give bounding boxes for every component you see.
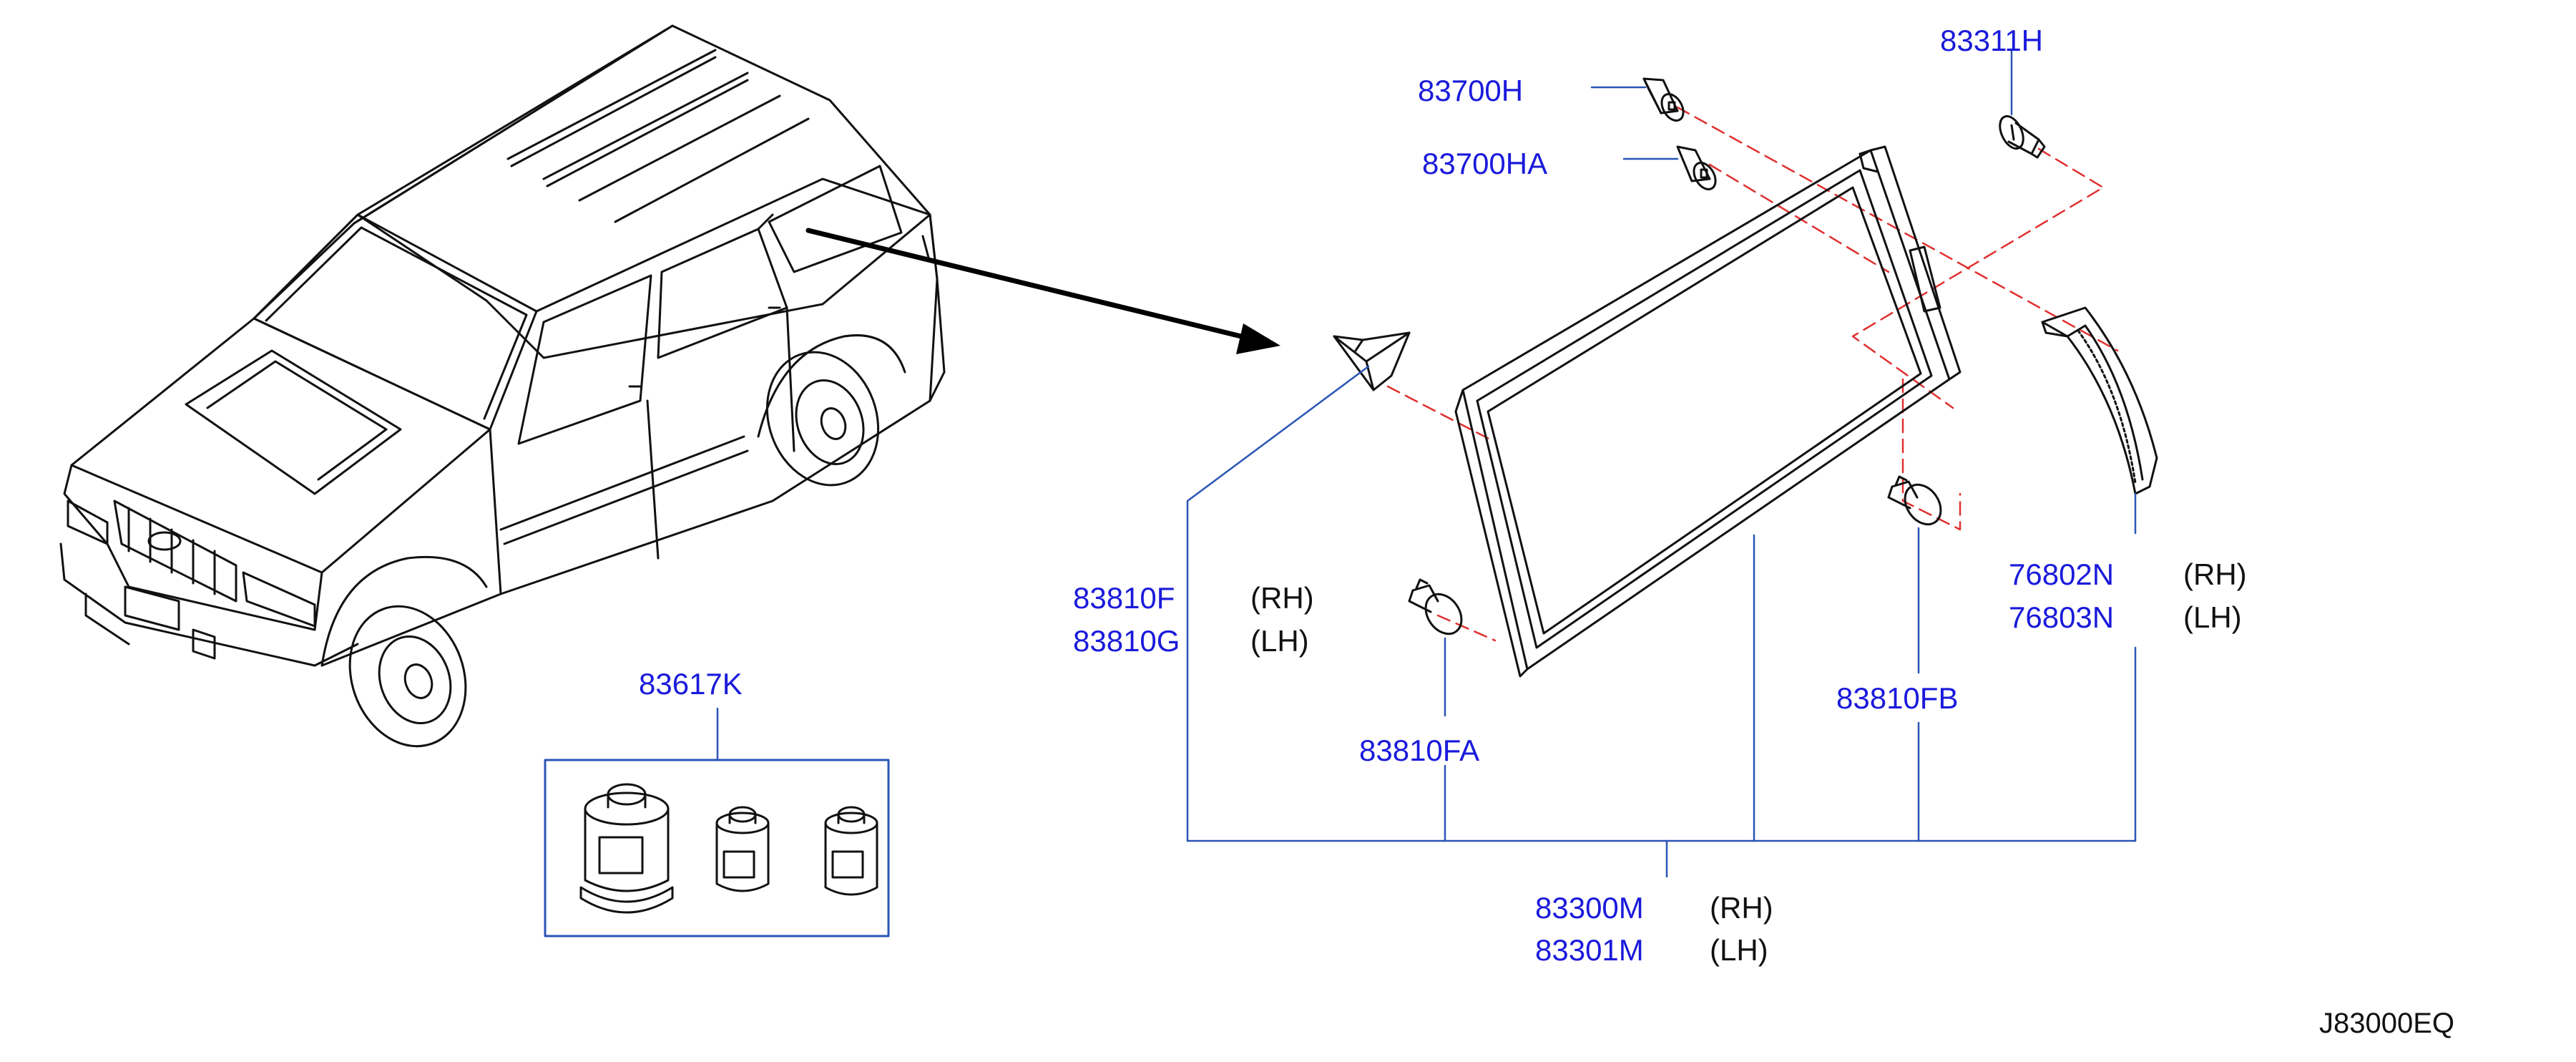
clip-83311H — [1999, 115, 2046, 159]
callout-76802N-side: (RH) — [2183, 557, 2247, 591]
direction-arrow — [805, 228, 1280, 354]
callout-83810G: 83810G — [1073, 624, 1180, 658]
moulding-76802N — [2041, 306, 2158, 495]
clip-83700HA — [1676, 145, 1717, 191]
callout-83700HA: 83700HA — [1422, 147, 1548, 180]
callout-83300M-side: (RH) — [1710, 891, 1773, 925]
side-window-glass — [1454, 145, 1962, 678]
leader-lines — [716, 49, 2137, 878]
callout-76803N-side: (LH) — [2183, 600, 2242, 634]
callout-83810FB: 83810FB — [1836, 681, 1959, 715]
diagram-code: J83000EQ — [2319, 1008, 2455, 1039]
clip-83810FA — [1408, 578, 1463, 635]
callout-83300M: 83300M — [1535, 891, 1644, 925]
callout-83810G-side: (LH) — [1250, 624, 1309, 658]
vehicle-illustration — [59, 24, 946, 748]
corner-piece-83810F — [1333, 331, 1411, 391]
callout-83301M-side: (LH) — [1710, 933, 1768, 967]
callout-76802N: 76802N — [2009, 557, 2115, 591]
callout-83700H: 83700H — [1418, 74, 1524, 107]
callout-83810F-side: (RH) — [1250, 581, 1314, 615]
callout-83810FA: 83810FA — [1359, 734, 1480, 767]
callout-76803N: 76803N — [2009, 600, 2115, 634]
callout-83617K: 83617K — [639, 667, 743, 701]
kit-83617K — [544, 759, 890, 937]
callout-83311H: 83311H — [1940, 24, 2044, 57]
clip-83700H — [1642, 77, 1685, 122]
callout-83810F: 83810F — [1073, 581, 1175, 615]
assembly-lines — [1386, 106, 2119, 642]
clip-83810FB — [1887, 475, 1942, 526]
callout-83301M: 83301M — [1535, 933, 1644, 967]
